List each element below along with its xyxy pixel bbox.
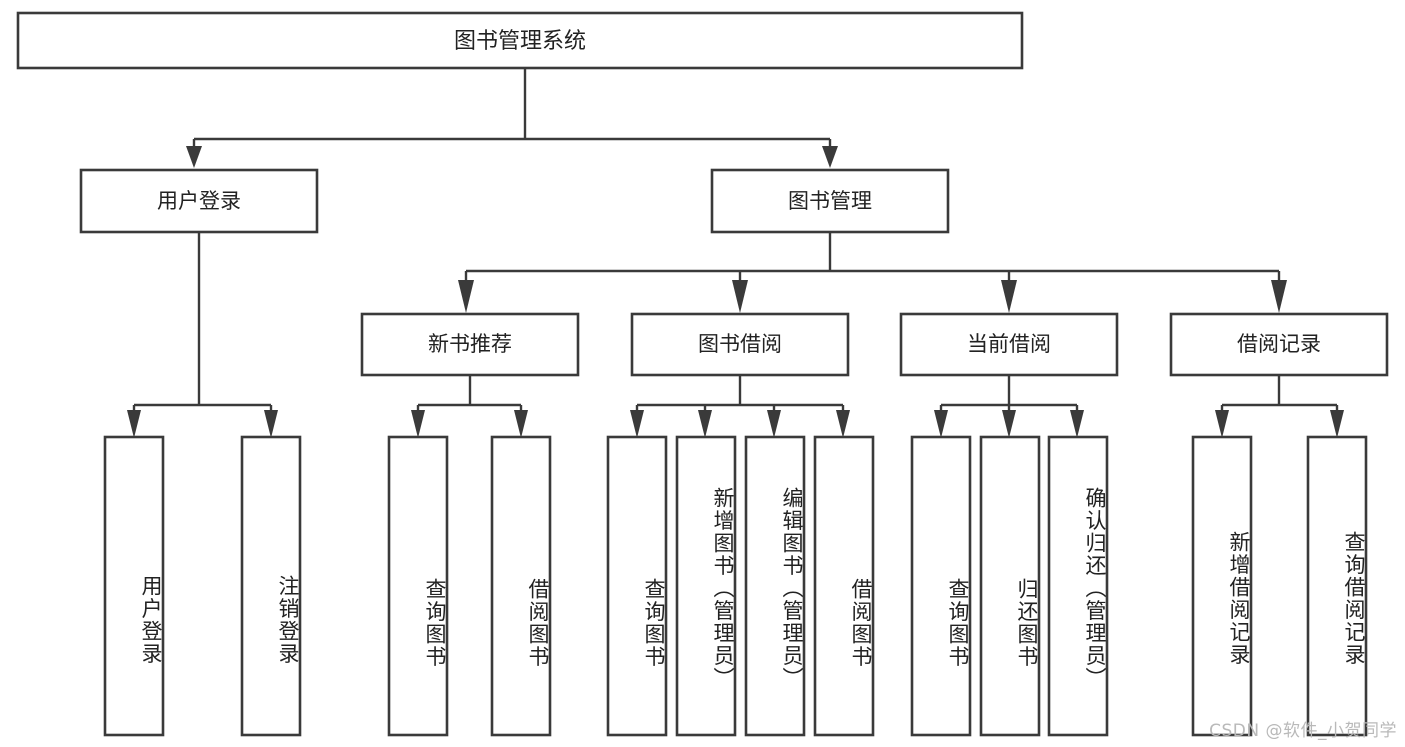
connector-group [127,69,1344,438]
arrow-head-leaf-query-book-1 [411,410,425,438]
node-leaf-query-book-1-box[interactable] [387,435,449,737]
node-root-label: 图书管理系统 [454,29,586,54]
node-user-login-box[interactable] [79,168,319,234]
arrow-head-leaf-user-login [127,410,141,438]
arrow-head-new-book-recommend [458,280,474,313]
arrow-head-leaf-add-book [698,410,712,438]
node-leaf-query-book-3-box[interactable] [910,435,972,737]
node-leaf-borrow-book-2-box[interactable] [813,435,875,737]
node-book-borrow[interactable]: 图书借阅 [630,312,850,377]
csdn-watermark: CSDN @软件_小贺同学 [1209,721,1397,741]
node-book-borrow-box[interactable] [630,312,850,377]
node-borrow-record-label: 借阅记录 [1237,332,1321,356]
node-leaf-user-login-box[interactable] [103,435,165,737]
node-current-borrow[interactable]: 当前借阅 [899,312,1119,377]
node-book-manage-box[interactable] [710,168,950,234]
arrow-head-leaf-add-record [1215,410,1229,438]
node-new-book-recommend[interactable]: 新书推荐 [360,312,580,377]
arrow-head-book-manage [822,146,838,168]
arrow-head-leaf-confirm-return [1070,410,1084,438]
node-user-login-label: 用户登录 [157,189,241,213]
node-leaf-add-book-box[interactable] [675,435,737,737]
arrow-head-leaf-query-record [1330,410,1344,438]
node-leaf-query-book-2-box[interactable] [606,435,668,737]
node-leaf-query-record-box[interactable] [1306,435,1368,737]
node-borrow-record-box[interactable] [1169,312,1389,377]
arrow-head-leaf-query-book-3 [934,410,948,438]
node-leaf-confirm-return-box[interactable] [1047,435,1109,737]
node-current-borrow-label: 当前借阅 [967,332,1051,356]
node-leaf-user-logout-box[interactable] [240,435,302,737]
leaf-box-group [103,435,1368,737]
arrow-head-leaf-borrow-book-1 [514,410,528,438]
node-borrow-record[interactable]: 借阅记录 [1169,312,1389,377]
node-leaf-return-book-box[interactable] [979,435,1041,737]
arrow-head-current-borrow [1001,280,1017,313]
arrow-head-borrow-record [1271,280,1287,313]
node-root[interactable]: 图书管理系统 [16,11,1024,70]
node-book-manage-label: 图书管理 [788,189,872,213]
node-current-borrow-box[interactable] [899,312,1119,377]
arrow-head-leaf-edit-book [767,410,781,438]
node-new-book-recommend-label: 新书推荐 [428,332,512,356]
node-new-book-recommend-box[interactable] [360,312,580,377]
node-leaf-borrow-book-1-box[interactable] [490,435,552,737]
node-user-login[interactable]: 用户登录 [79,168,319,234]
arrow-head-leaf-query-book-2 [630,410,644,438]
node-leaf-add-record-box[interactable] [1191,435,1253,737]
node-book-manage[interactable]: 图书管理 [710,168,950,234]
arrow-head-book-borrow [732,280,748,313]
node-leaf-edit-book-box[interactable] [744,435,806,737]
arrow-head-leaf-return-book [1002,410,1016,438]
arrow-head-user-login [186,146,202,168]
arrow-head-leaf-borrow-book-2 [836,410,850,438]
node-root-box[interactable] [16,11,1024,70]
arrow-head-leaf-user-logout [264,410,278,438]
node-book-borrow-label: 图书借阅 [698,332,782,356]
